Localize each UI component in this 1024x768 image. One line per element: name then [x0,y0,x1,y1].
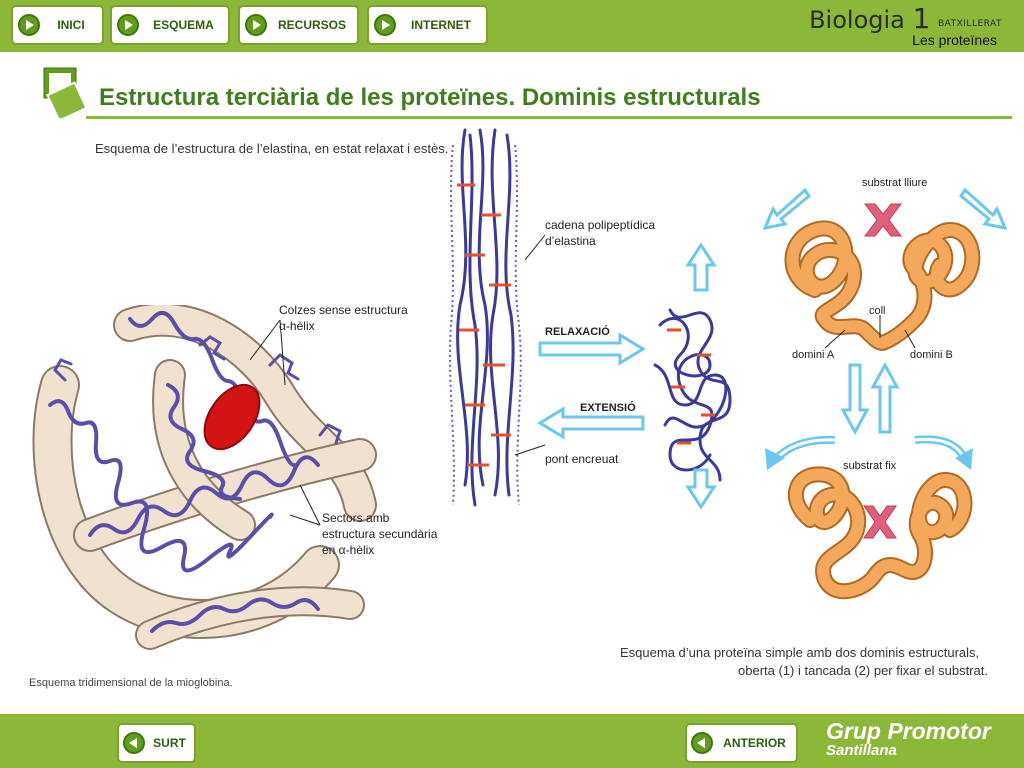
label-sectors-line1: Sectors amb [322,511,390,525]
internet-button-label: INTERNET [411,18,471,32]
page-title: Estructura terciària de les proteïnes. D… [99,84,761,111]
play-right-icon [18,14,40,36]
play-right-icon [117,14,139,36]
section-squares-icon [43,67,88,118]
play-left-icon [123,732,145,754]
inici-button[interactable]: INICI [11,5,104,45]
label-domain-a: domini A [792,349,835,361]
esquema-button-label: ESQUEMA [153,18,214,32]
top-bar: INICI ESQUEMA RECURSOS INTERNET Biologia… [0,0,1024,52]
publisher-logo: Grup Promotor Santillana [826,718,991,759]
publisher-name-line1: Grup Promotor [826,718,991,744]
label-neck: coll [869,305,886,317]
title-underline [86,116,1012,119]
label-sectors-line3: en α-hèlix [322,543,375,557]
domains-caption-line1: Esquema d’una proteïna simple amb dos do… [620,645,980,660]
label-elbows-line1: Colzes sense estructura [279,303,408,317]
recursos-button-label: RECURSOS [277,18,346,32]
label-fixed-substrate: substrat fix [843,460,897,472]
elastin-figure-caption: Esquema de l’estructura de l’elastina, e… [95,141,449,156]
brand-subtitle: Les proteïnes [912,32,997,48]
label-chain-line2: d’elastina [545,234,596,248]
publisher-name-line2: Santillana [826,742,897,759]
surt-button[interactable]: SURT [117,723,196,763]
play-left-icon [691,732,713,754]
label-chain-line1: cadena polipeptídica [545,218,656,232]
brand-title: Biologia 1 BATXILLERAT [809,2,1002,35]
internet-button[interactable]: INTERNET [367,5,488,45]
myoglobin-caption: Esquema tridimensional de la mioglobina. [29,677,233,689]
anterior-button-label: ANTERIOR [723,736,786,750]
esquema-button[interactable]: ESQUEMA [110,5,230,45]
bottom-bar: SURT ANTERIOR Grup Promotor Santillana [0,714,1024,768]
label-elbows-line2: α-hèlix [279,319,315,333]
brand-title-number: 1 [912,2,931,35]
domains-diagram [762,187,1008,600]
brand-title-word: Biologia [809,6,905,34]
anterior-button[interactable]: ANTERIOR [685,723,798,763]
label-domain-b: domini B [910,349,953,361]
label-extension: EXTENSIÓ [580,402,636,414]
myoglobin-diagram [32,305,377,650]
elastin-diagram [449,128,732,510]
label-cross-bridge: pont encreuat [545,452,619,466]
surt-button-label: SURT [153,736,186,750]
recursos-button[interactable]: RECURSOS [238,5,359,45]
play-right-icon [245,14,267,36]
label-relaxation: RELAXACIÓ [545,326,610,338]
play-right-icon [374,14,396,36]
label-free-substrate: substrat lliure [862,177,928,189]
brand-header: Biologia 1 BATXILLERAT Les proteïnes [809,2,1002,48]
domains-caption-line2: oberta (1) i tancada (2) per fixar el su… [738,663,989,678]
brand-level: BATXILLERAT [937,19,1002,29]
inici-button-label: INICI [57,18,85,32]
label-sectors-line2: estructura secundària [322,527,438,541]
